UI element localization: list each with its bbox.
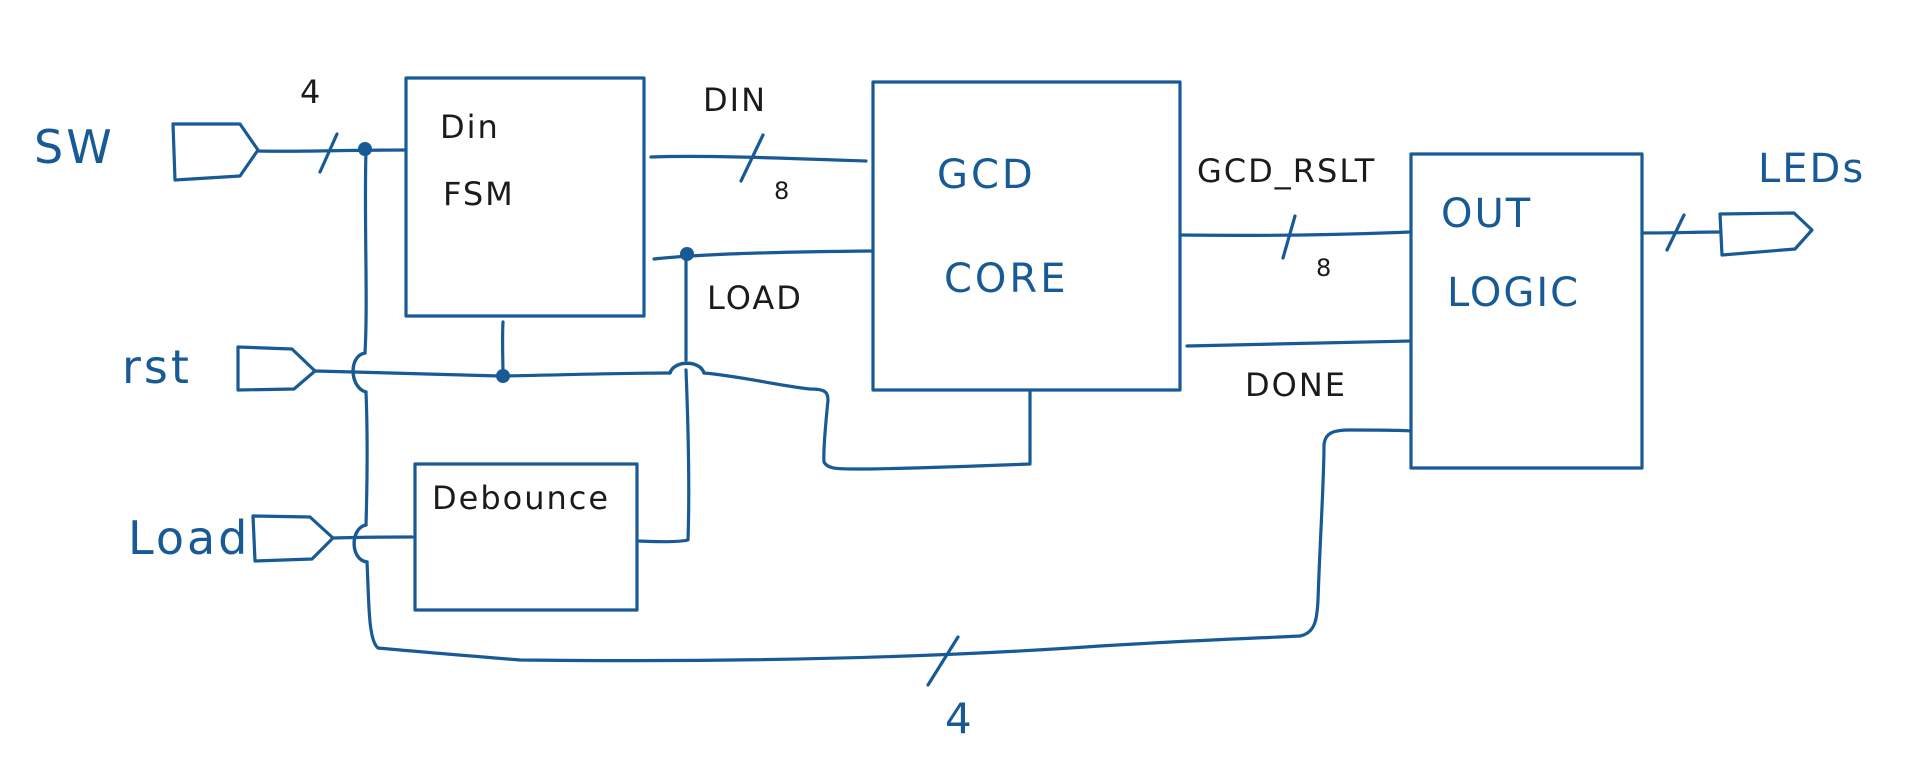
leds-width-slash xyxy=(1665,213,1686,252)
leds-bus-wire xyxy=(1640,230,1722,235)
sw-branch-wire-mid xyxy=(364,390,369,527)
rst-wire-cont xyxy=(702,371,1032,471)
gcd-rslt-signal-label: GCD_RSLT xyxy=(1197,152,1376,190)
sw-bus-width-slash xyxy=(318,132,339,174)
gcd-rslt-bus-wire xyxy=(1178,230,1413,237)
done-wire xyxy=(1185,339,1413,348)
din-fsm-block xyxy=(404,76,646,318)
feedback-bus-wire xyxy=(365,428,1413,663)
sw-input-port xyxy=(171,122,260,182)
din-signal-label: DIN xyxy=(703,81,767,119)
load-input-port xyxy=(251,514,335,563)
gcd-rslt-width-label: 8 xyxy=(1316,254,1331,282)
load-junction-dot xyxy=(680,247,694,261)
rst-input-label: rst xyxy=(122,340,192,394)
feedback-width-slash xyxy=(926,635,960,687)
rst-input-port xyxy=(236,345,317,392)
gcd-core-label-line1: GCD xyxy=(937,152,1036,198)
din-width-slash xyxy=(739,133,765,183)
rst-load-hop xyxy=(668,361,706,375)
din-width-label: 8 xyxy=(774,177,789,205)
sw-input-label: SW xyxy=(34,120,115,174)
load-to-core-wire xyxy=(652,249,875,261)
debounce-label: Debounce xyxy=(432,479,610,517)
sw-branch-load-hop xyxy=(352,523,369,564)
load-input-label: Load xyxy=(128,511,250,565)
rst-junction-dot xyxy=(496,369,510,383)
done-signal-label: DONE xyxy=(1245,366,1347,404)
sw-branch-wire xyxy=(363,148,368,355)
rst-wire xyxy=(313,369,672,378)
out-logic-block xyxy=(1409,152,1644,470)
sw-width-label: 4 xyxy=(300,73,322,111)
din-fsm-label-line2: FSM xyxy=(443,175,515,213)
load-signal-label: LOAD xyxy=(707,279,803,317)
gcd-core-label-line2: CORE xyxy=(944,256,1068,302)
sw-bus-wire xyxy=(256,148,408,153)
sw-junction-dot xyxy=(358,142,372,156)
gcd-core-block xyxy=(871,80,1182,392)
debounce-out-wire xyxy=(635,368,691,544)
leds-output-label: LEDs xyxy=(1758,146,1865,192)
load-input-wire xyxy=(331,535,414,540)
din-bus-wire xyxy=(649,154,868,163)
feedback-width-label: 4 xyxy=(945,694,972,743)
out-logic-label-line2: LOGIC xyxy=(1447,270,1580,316)
din-fsm-label-line1: Din xyxy=(440,108,500,146)
gcd-rslt-width-slash xyxy=(1281,214,1297,260)
leds-output-port xyxy=(1718,211,1814,257)
out-logic-label-line1: OUT xyxy=(1441,191,1532,237)
debounce-block xyxy=(413,462,639,612)
